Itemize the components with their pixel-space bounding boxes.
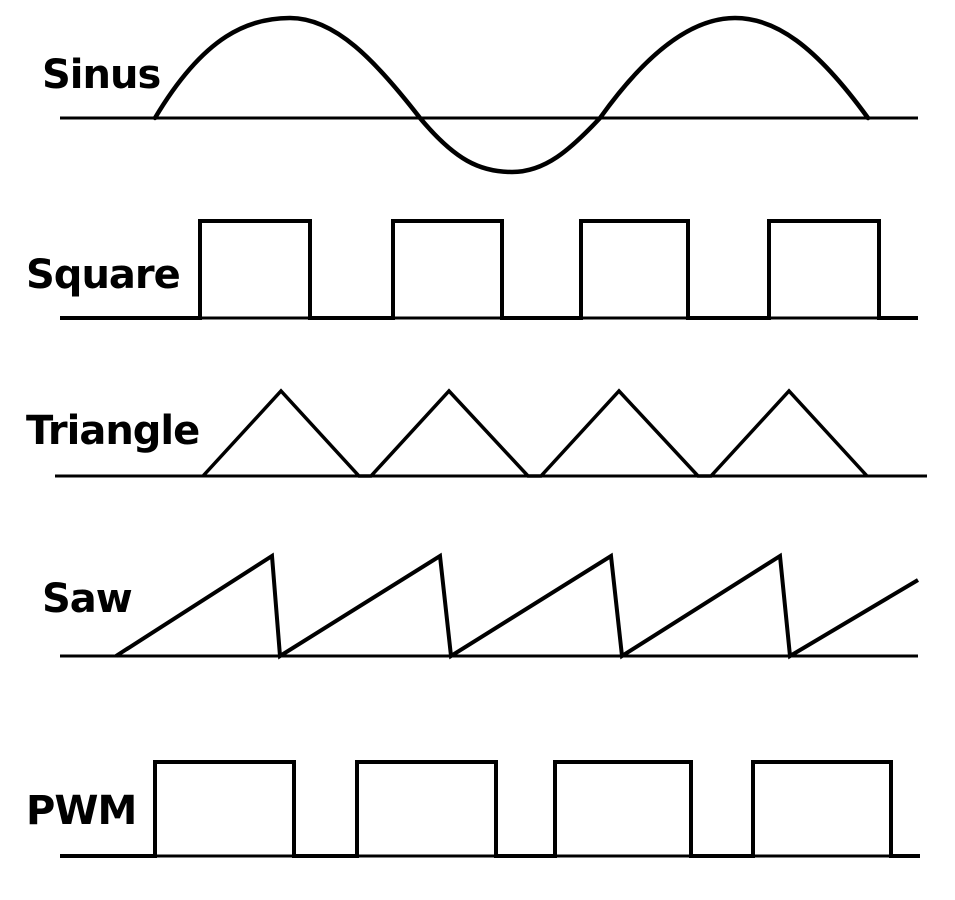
triangle-label: Triangle <box>26 408 199 454</box>
sine-row: Sinus <box>42 15 918 175</box>
square-row: Square <box>26 219 918 320</box>
pwm-label: PWM <box>26 788 136 834</box>
triangle-row: Triangle <box>26 388 927 478</box>
square-waveform <box>60 219 918 320</box>
square-label: Square <box>26 252 180 298</box>
sine-label: Sinus <box>42 52 160 98</box>
saw-row: Saw <box>42 552 920 660</box>
saw-waveform <box>114 552 920 660</box>
pwm-row: PWM <box>26 760 920 858</box>
saw-label: Saw <box>42 576 132 622</box>
triangle-waveform <box>201 388 869 478</box>
sine-waveform <box>152 15 871 175</box>
pwm-waveform <box>60 760 920 858</box>
